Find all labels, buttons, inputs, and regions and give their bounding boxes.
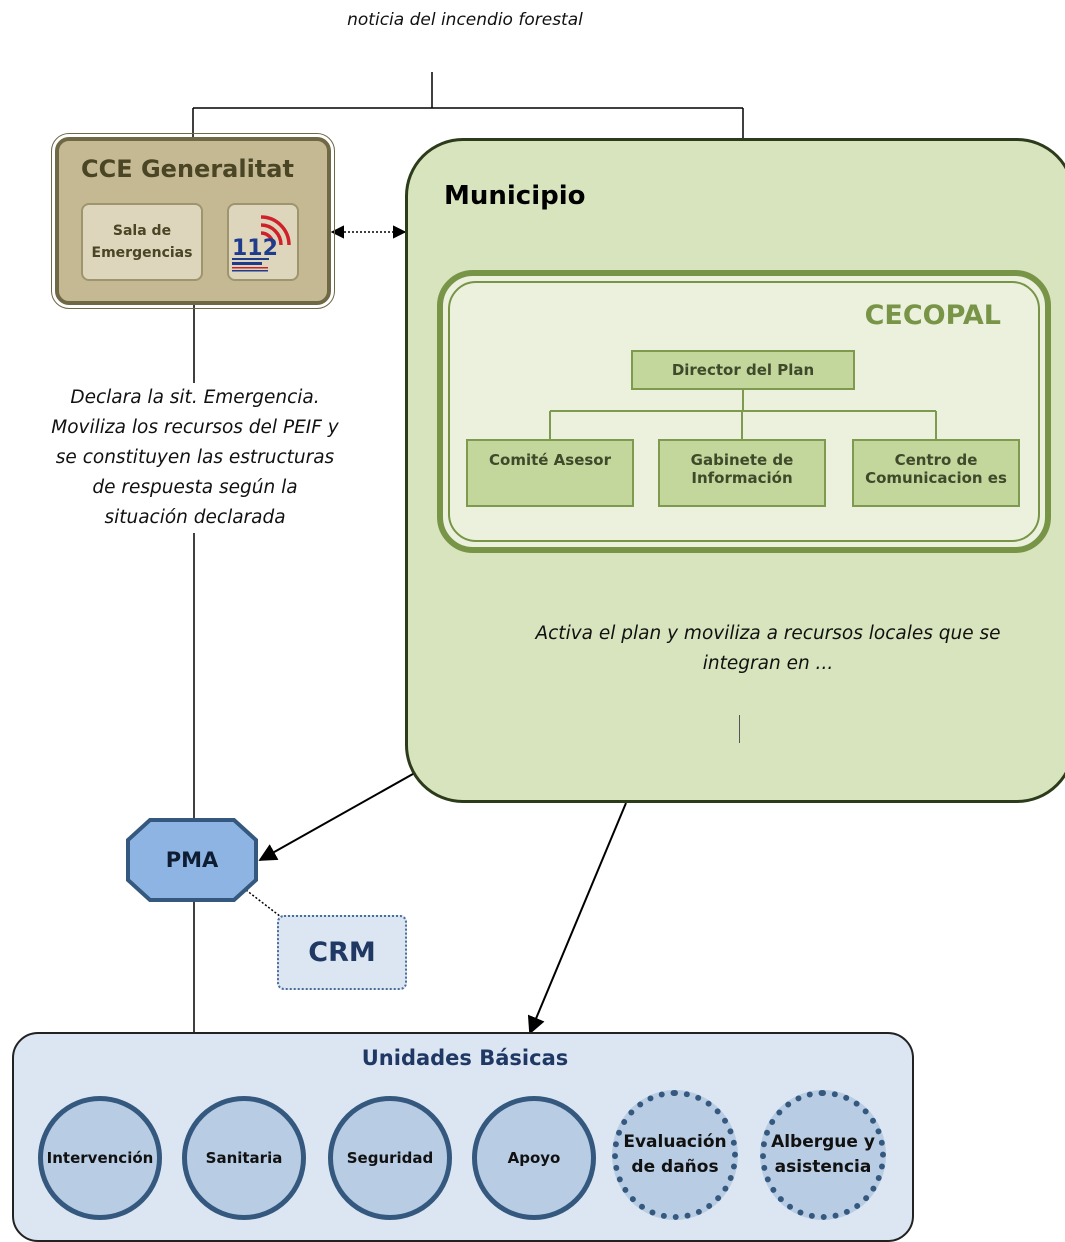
pma-crm-link bbox=[245, 889, 286, 921]
activation-note: Activa el plan y moviliza a recursos loc… bbox=[535, 623, 1001, 674]
crm-box: CRM bbox=[277, 915, 407, 990]
top-note: noticia del incendio forestal bbox=[347, 10, 583, 30]
unidades-basicas-box: Unidades Básicas Intervención Sanitaria … bbox=[12, 1032, 914, 1242]
municipio-to-pma-arrow bbox=[258, 769, 421, 861]
cecopal-box: CECOPAL Director del Plan Comité Asesor … bbox=[437, 270, 1051, 553]
municipio-title: Municipio bbox=[444, 181, 586, 211]
sala-emergencias-box: Sala de Emergencias bbox=[81, 203, 203, 281]
unidades-basicas-title: Unidades Básicas bbox=[361, 1046, 569, 1070]
emergency-declaration-note: Declara la sit. Emergencia. Moviliza los… bbox=[50, 383, 340, 533]
unit-sanitaria: Sanitaria bbox=[182, 1096, 306, 1220]
pma-octagon bbox=[126, 818, 258, 902]
unit-evaluacion-danos: Evaluación de daños bbox=[612, 1090, 738, 1220]
cce-title: CCE Generalitat bbox=[81, 155, 294, 183]
logo-112-tile: 112 bbox=[227, 203, 299, 281]
logo-112-icon: 112 bbox=[232, 215, 291, 272]
pma-label: PMA bbox=[165, 848, 219, 872]
unit-albergue-asistencia: Albergue y asistencia bbox=[760, 1090, 886, 1220]
cecopal-org-lines bbox=[549, 390, 937, 439]
unit-apoyo: Apoyo bbox=[472, 1096, 596, 1220]
centro-comunicaciones-box: Centro de Comunicacion es bbox=[852, 439, 1020, 507]
municipio-box: Municipio CECOPAL Director del Plan Comi… bbox=[405, 138, 1065, 803]
municipio-to-unidades-arrow bbox=[527, 802, 627, 1035]
cce-generalitat-box: CCE Generalitat Sala de Emergencias 112 bbox=[51, 133, 335, 309]
cecopal-inner-border bbox=[448, 281, 1040, 542]
gabinete-informacion-box: Gabinete de Información bbox=[658, 439, 826, 507]
unit-seguridad: Seguridad bbox=[328, 1096, 452, 1220]
unit-intervencion: Intervención bbox=[38, 1096, 162, 1220]
sala-emergencias-label: Sala de Emergencias bbox=[91, 223, 193, 261]
cecopal-title: CECOPAL bbox=[864, 300, 1001, 331]
comite-asesor-box: Comité Asesor bbox=[466, 439, 634, 507]
director-del-plan-box: Director del Plan bbox=[631, 350, 855, 390]
text-cursor-mark bbox=[739, 715, 740, 743]
svg-text:112: 112 bbox=[232, 236, 278, 261]
crm-label: CRM bbox=[308, 937, 376, 968]
